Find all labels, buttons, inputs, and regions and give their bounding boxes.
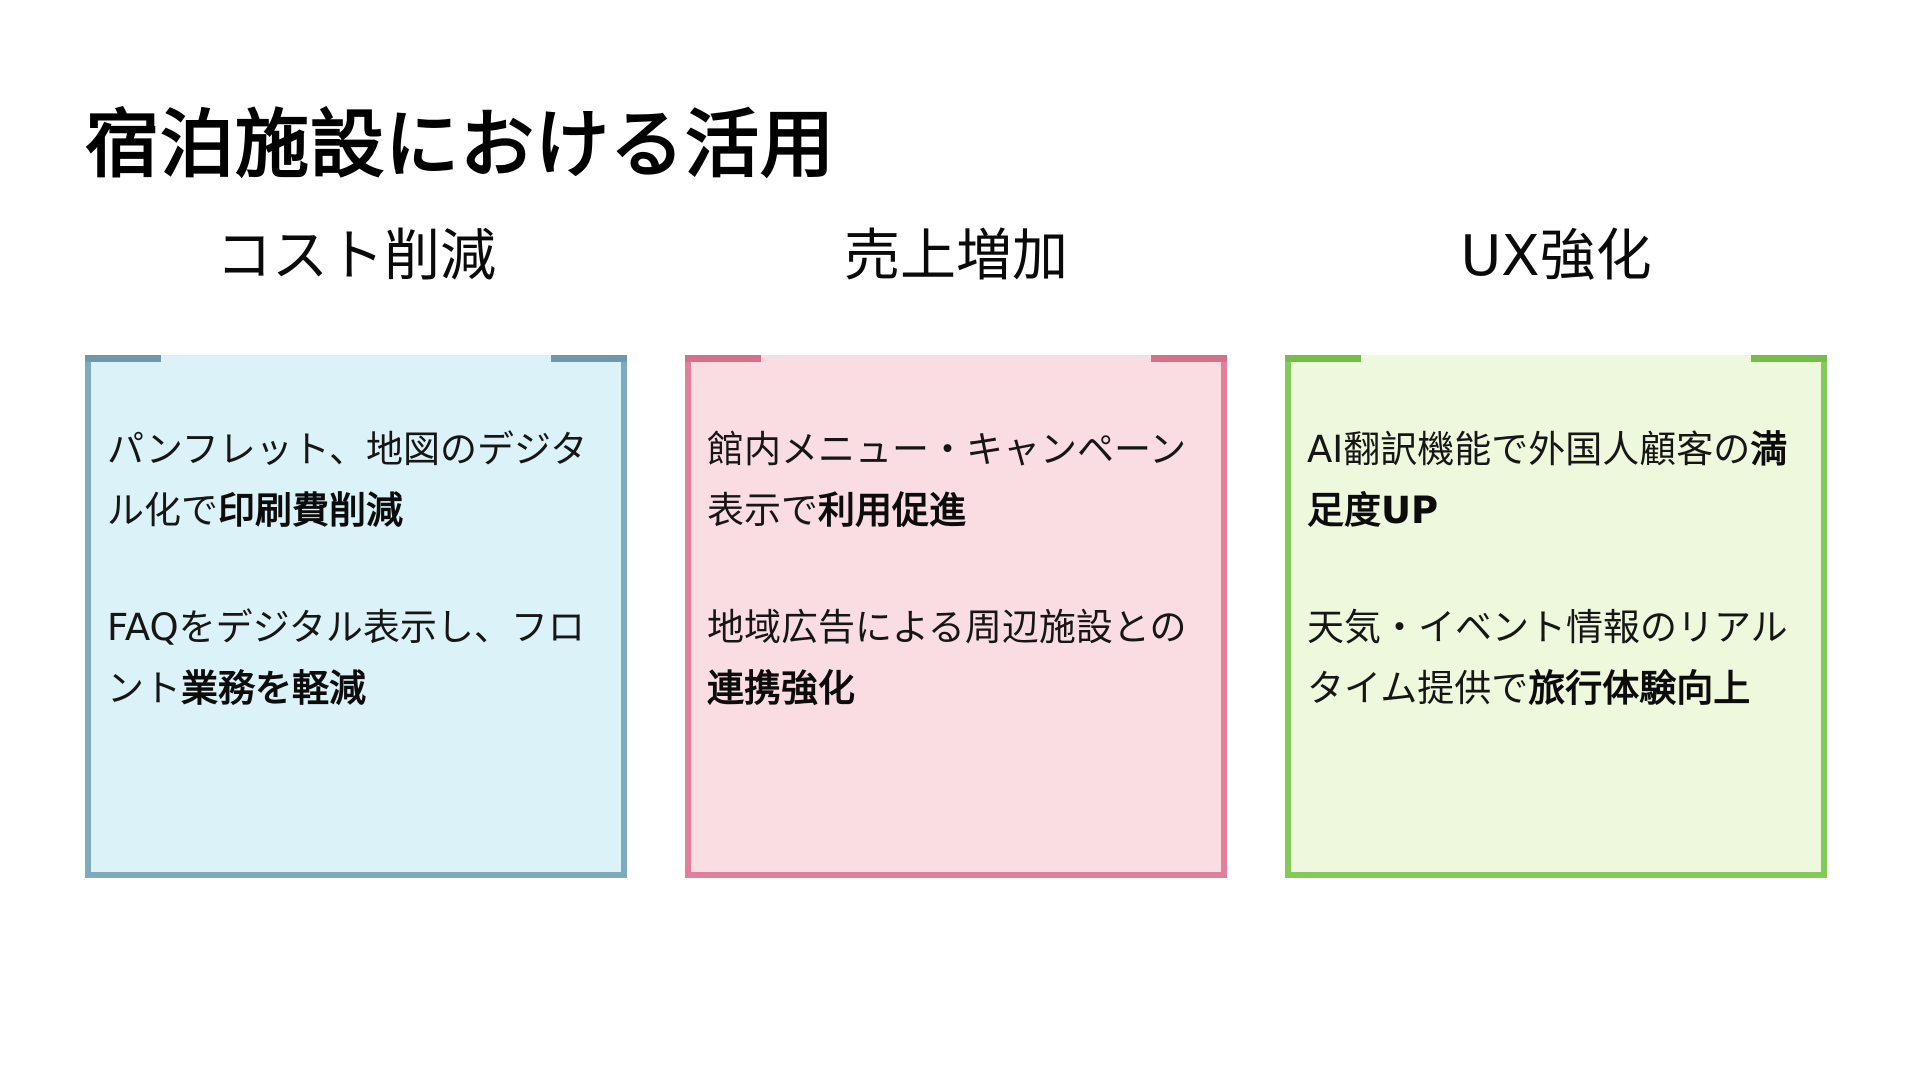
box-top-left-accent [85,355,161,362]
box-paragraph: 地域広告による周辺施設との連携強化 [707,597,1201,719]
box-paragraph: FAQをデジタル表示し、フロント業務を軽減 [107,597,601,719]
paragraph-bold-text: 旅行体験向上 [1528,667,1751,711]
column-sales-increase: 売上増加 館内メニュー・キャンペーン表示で利用促進 地域広告による周辺施設との連… [685,224,1227,878]
paragraph-bold-text: 利用促進 [818,489,966,533]
box-top-left-accent [1285,355,1361,362]
paragraph-bold-text: 業務を軽減 [181,667,366,711]
box-top-right-accent [551,355,627,362]
column-header-ux-enhancement: UX強化 [1460,224,1652,289]
content-box-sales-increase: 館内メニュー・キャンペーン表示で利用促進 地域広告による周辺施設との連携強化 [685,355,1227,878]
box-paragraph: 館内メニュー・キャンペーン表示で利用促進 [707,419,1201,541]
content-box-cost-reduction: パンフレット、地図のデジタル化で印刷費削減 FAQをデジタル表示し、フロント業務… [85,355,627,878]
paragraph-text: FAQをデジタル表示し、フロント [107,606,585,711]
paragraph-bold-text: 印刷費削減 [218,489,403,533]
box-top-right-accent [1751,355,1827,362]
paragraph-text: 天気・イベント情報のリアルタイム提供で [1307,606,1788,711]
paragraph-text: AI翻訳機能で外国人顧客の [1307,428,1751,471]
box-top-right-accent [1151,355,1227,362]
column-header-cost-reduction: コスト削減 [216,224,496,289]
column-cost-reduction: コスト削減 パンフレット、地図のデジタル化で印刷費削減 FAQをデジタル表示し、… [85,224,627,878]
box-paragraph: 天気・イベント情報のリアルタイム提供で旅行体験向上 [1307,597,1801,719]
slide-title: 宿泊施設における活用 [85,102,835,188]
column-header-sales-increase: 売上増加 [844,224,1068,289]
content-box-ux-enhancement: AI翻訳機能で外国人顧客の満足度UP 天気・イベント情報のリアルタイム提供で旅行… [1285,355,1827,878]
paragraph-bold-text: 満足度UP [1307,428,1788,533]
paragraph-bold-text: 連携強化 [707,667,855,711]
paragraph-text: パンフレット、地図のデジタル化で [107,428,588,533]
column-ux-enhancement: UX強化 AI翻訳機能で外国人顧客の満足度UP 天気・イベント情報のリアルタイム… [1285,224,1827,878]
box-paragraph: AI翻訳機能で外国人顧客の満足度UP [1307,419,1801,541]
columns-container: コスト削減 パンフレット、地図のデジタル化で印刷費削減 FAQをデジタル表示し、… [85,224,1827,878]
box-paragraph: パンフレット、地図のデジタル化で印刷費削減 [107,419,601,541]
paragraph-text: 館内メニュー・キャンペーン表示で [707,428,1187,533]
paragraph-text: 地域広告による周辺施設との [707,606,1187,650]
box-top-left-accent [685,355,761,362]
